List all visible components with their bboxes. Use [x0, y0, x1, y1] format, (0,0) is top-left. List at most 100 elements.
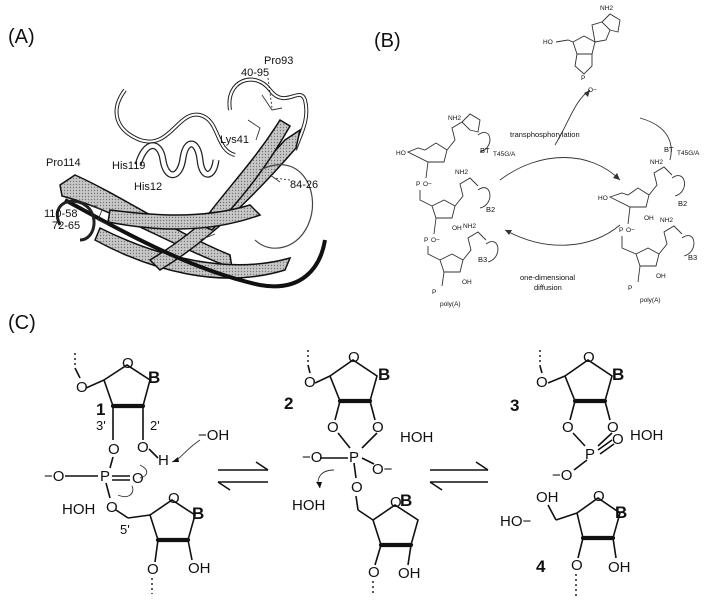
svg-text:NH2: NH2 — [448, 115, 461, 122]
svg-text:O: O — [147, 561, 159, 578]
label-40-95: 40-95 — [241, 67, 269, 79]
svg-text:B3: B3 — [478, 255, 487, 264]
beta-strand-edge — [64, 198, 327, 289]
coil-loop — [56, 199, 96, 242]
svg-text:O: O — [583, 349, 595, 366]
arc-enzyme — [639, 117, 672, 161]
svg-text:B2: B2 — [678, 199, 687, 208]
svg-text:O−: O− — [626, 227, 635, 234]
svg-text:O: O — [562, 419, 574, 436]
structure-1: 1 O O B 3' 2' O O H −OH −O P O O HOH 5' — [44, 353, 229, 594]
svg-text:O: O — [607, 419, 619, 436]
compound-number-2: 2 — [284, 394, 293, 413]
svg-text:BT: BT — [664, 145, 674, 154]
svg-text:P: P — [349, 449, 359, 466]
svg-text:HOH: HOH — [400, 429, 433, 446]
compound-number-4: 4 — [536, 557, 546, 576]
label-pro114: Pro114 — [46, 157, 81, 169]
svg-text:H: H — [158, 452, 169, 469]
svg-text:OH: OH — [644, 215, 654, 222]
svg-text:P: P — [585, 446, 595, 463]
label-diffusion-2: diffusion — [534, 283, 562, 292]
label-transphosphorylation: transphosphorylation — [510, 130, 580, 139]
svg-text:O: O — [571, 557, 583, 574]
equilibrium-arrow-1-2 — [217, 461, 269, 491]
svg-text:OH: OH — [608, 559, 631, 576]
svg-text:O: O — [390, 494, 402, 511]
svg-text:OH: OH — [398, 565, 421, 582]
svg-text:O: O — [612, 431, 624, 448]
svg-text:P: P — [581, 75, 585, 82]
compound-number-1: 1 — [96, 400, 105, 419]
svg-text:B: B — [192, 504, 204, 523]
svg-text:O−: O− — [431, 237, 440, 244]
svg-text:T45G/A: T45G/A — [677, 150, 700, 157]
side-chain — [247, 119, 261, 141]
cyclic-nucleotide-product: NH2 HO P O− — [543, 5, 621, 94]
coil-loop — [115, 89, 236, 156]
svg-text:P: P — [100, 468, 110, 485]
arrow-diffusion — [504, 224, 621, 246]
label-84-26: 84-26 — [290, 179, 318, 191]
leader-line — [273, 177, 291, 181]
svg-text:3': 3' — [96, 418, 106, 433]
structure-3: 3 O O B O O P O HOH −O — [510, 349, 663, 484]
svg-text:O: O — [106, 499, 118, 516]
svg-text:BT: BT — [480, 146, 490, 155]
svg-text:O: O — [108, 441, 120, 458]
label-diffusion-1: one-dimensional — [520, 273, 575, 282]
svg-text:P: P — [416, 181, 420, 188]
svg-text:B2: B2 — [486, 205, 495, 214]
beta-strand — [107, 204, 262, 230]
disulfide-bond — [269, 174, 281, 183]
svg-text:O−: O− — [588, 87, 597, 94]
svg-text:O: O — [76, 379, 88, 396]
svg-text:HO: HO — [396, 150, 406, 157]
compound-number-3: 3 — [510, 396, 519, 415]
svg-text:P: P — [628, 285, 632, 292]
leader-line — [267, 77, 273, 109]
beta-strand — [94, 226, 292, 279]
svg-text:HO: HO — [598, 195, 608, 202]
svg-text:2': 2' — [150, 418, 160, 433]
label-pro93: Pro93 — [264, 55, 293, 67]
structure-2: 2 O O B O O HOH −O P O− O HOH O B OH O — [284, 349, 433, 596]
svg-text:O: O — [368, 564, 380, 581]
svg-text:O: O — [327, 419, 339, 436]
svg-text:O: O — [593, 488, 605, 505]
label-his119: His119 — [112, 160, 145, 172]
structure-4: 4 HO− OH O B OH O — [500, 488, 631, 596]
svg-text:HO: HO — [543, 39, 553, 46]
svg-text:O: O — [304, 374, 316, 391]
svg-text:B: B — [400, 491, 412, 510]
svg-text:O: O — [122, 355, 134, 372]
svg-text:5': 5' — [120, 522, 130, 537]
alpha-helix — [135, 141, 219, 177]
svg-text:P: P — [619, 227, 623, 234]
equilibrium-arrow-2-3 — [429, 461, 489, 491]
svg-text:B3: B3 — [688, 253, 697, 262]
svg-text:NH2: NH2 — [650, 159, 663, 166]
svg-text:O: O — [536, 374, 548, 391]
arrow-transphosphorylation — [499, 157, 621, 181]
svg-text:OH: OH — [536, 489, 559, 506]
svg-text:O: O — [132, 470, 144, 487]
panel-label-b: (B) — [374, 30, 401, 52]
svg-text:O−: O− — [372, 461, 393, 478]
label-110-58: 110-58 — [44, 208, 77, 220]
svg-text:O: O — [351, 479, 363, 496]
coil-loop — [228, 78, 308, 151]
svg-text:−O: −O — [302, 449, 322, 466]
svg-text:O: O — [168, 490, 180, 507]
svg-text:NH2: NH2 — [455, 169, 468, 176]
svg-text:T45G/A: T45G/A — [493, 151, 516, 158]
svg-text:O: O — [137, 439, 149, 456]
svg-text:B: B — [378, 365, 390, 384]
side-chain — [199, 233, 216, 241]
svg-text:−O: −O — [44, 468, 64, 485]
panel-label-c: (C) — [8, 312, 36, 334]
svg-text:OH: OH — [452, 225, 462, 232]
svg-text:−OH: −OH — [198, 427, 229, 444]
